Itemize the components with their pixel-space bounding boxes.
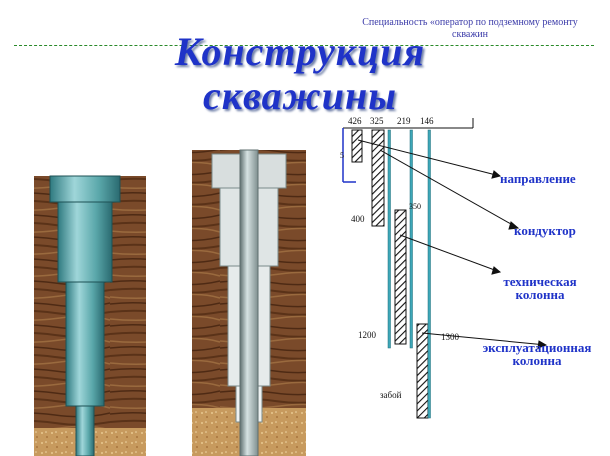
casing-upper xyxy=(57,201,113,283)
depth-conductor: 400 xyxy=(351,214,365,224)
label-production: эксплуатационная колонна xyxy=(468,341,606,367)
specialty-note: Специальность «оператор по подземному ре… xyxy=(340,17,600,41)
depth-technical-top: 350 xyxy=(409,202,421,211)
leader-lines xyxy=(357,139,548,349)
depth-direction: 5 xyxy=(340,151,344,160)
casing-middle xyxy=(65,281,105,407)
well-middle-illustration xyxy=(192,149,306,456)
production-casing-shoe xyxy=(416,323,429,419)
leader-technical xyxy=(399,234,501,273)
specialty-line-1: Специальность «оператор по подземному ре… xyxy=(362,17,578,28)
diameter-426: 426 xyxy=(348,116,362,126)
well-left-illustration xyxy=(34,175,146,456)
header-divider xyxy=(14,45,594,46)
diameter-325: 325 xyxy=(370,116,384,126)
label-technical-line-1: техническая xyxy=(503,274,577,289)
label-technical: техническая колонна xyxy=(496,275,584,301)
depth-technical: 1200 xyxy=(358,330,376,340)
label-technical-line-2: колонна xyxy=(515,287,565,302)
casing-head xyxy=(49,175,121,203)
leader-direction xyxy=(357,139,501,177)
casing-schematic xyxy=(342,118,548,419)
technical-column-line xyxy=(387,129,391,349)
casing-lower xyxy=(75,405,95,456)
label-conductor: кондуктор xyxy=(514,223,576,238)
diameter-146: 146 xyxy=(420,116,434,126)
tubing-column-line xyxy=(427,129,431,419)
label-production-line-1: эксплуатационная xyxy=(482,340,592,355)
conductor-casing xyxy=(371,129,385,227)
page-title-line-2: скважины xyxy=(203,73,397,118)
depth-bottom: забой xyxy=(380,390,402,400)
technical-casing xyxy=(394,209,407,345)
leader-production xyxy=(421,332,547,346)
depth-production: 1300 xyxy=(441,332,459,342)
label-production-line-2: колонна xyxy=(512,353,562,368)
specialty-line-2: скважин xyxy=(452,29,488,40)
label-direction: направление xyxy=(500,171,576,186)
diameter-219: 219 xyxy=(397,116,411,126)
tubing-string xyxy=(239,149,259,456)
page-title-line-1: Конструкция xyxy=(174,29,426,74)
leader-conductor xyxy=(379,149,519,229)
direction-casing xyxy=(351,129,363,163)
